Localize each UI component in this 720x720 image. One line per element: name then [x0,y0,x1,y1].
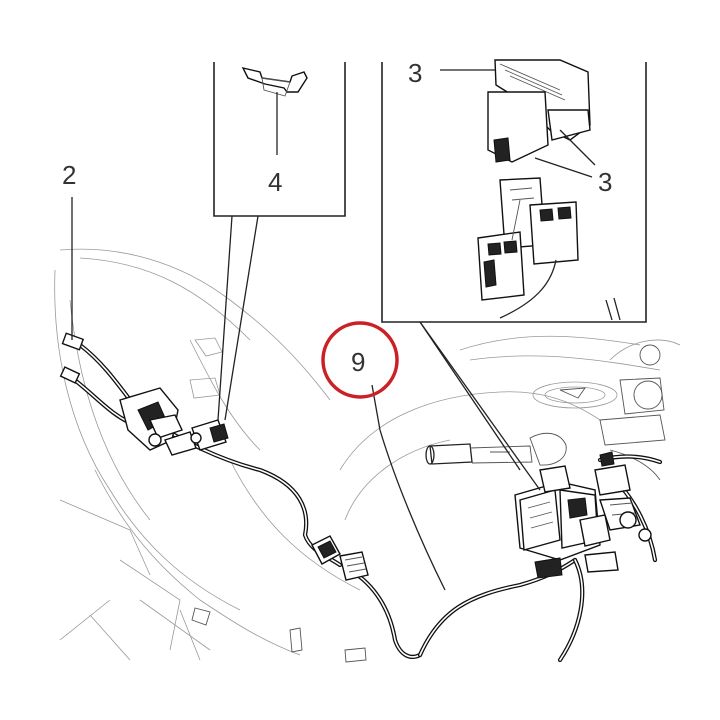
mid-connectors [311,535,369,581]
motorcycle-outline [54,248,681,663]
highlight-ring [321,321,399,399]
callout-3-right: 3 [598,167,612,197]
connector-4-location [190,419,229,451]
left-connector-cluster [119,387,197,456]
callout-4: 4 [268,167,282,197]
relay-block [514,451,652,579]
callout-9: 9 [351,347,365,377]
leader-lines [71,197,541,591]
callouts: 2 4 3 3 9 [62,58,612,377]
inset-box-relays-3 [381,59,647,323]
callout-3-top: 3 [408,58,422,88]
callout-2: 2 [62,160,76,190]
inset-box-part-4 [213,62,346,217]
connector-2 [59,332,85,384]
